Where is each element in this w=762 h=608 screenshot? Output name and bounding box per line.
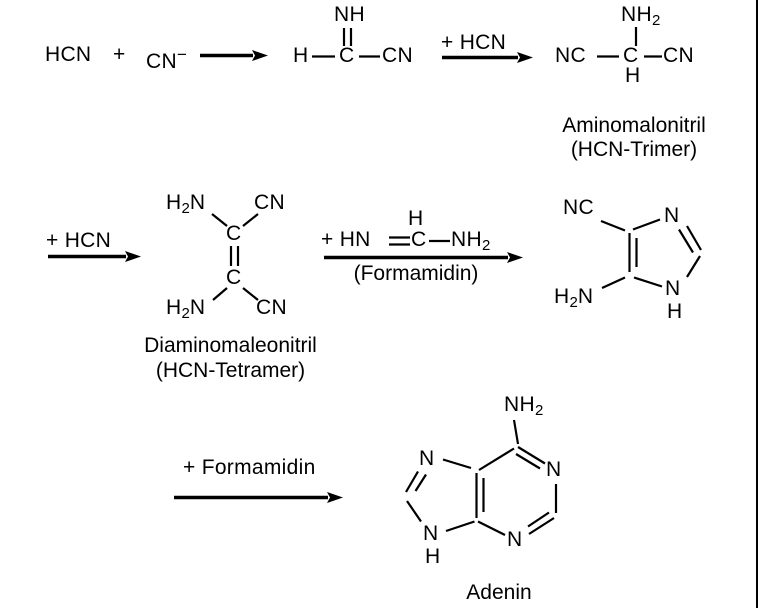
arrow-step2-hcn [442,52,533,63]
bond-h2n-c-topleft [211,213,228,227]
adenine-nh2-c6 [512,419,520,445]
nh2-sub: 2 [651,12,661,29]
adenine-c8-n9 [406,500,422,523]
formamidine-h-top: H [408,207,424,230]
damn-cn-bottom: CN [256,296,287,319]
adenine-c2-n3-double-outer [528,517,555,535]
damn-h2n-bottom: H2N [166,296,205,325]
caption-diaminomaleonitrile: Diaminomaleonitril [144,334,317,357]
adenine-n7-c8-double-outer [405,470,419,493]
h2n-h: H [554,285,570,308]
cyanide-charge: − [176,45,187,64]
aminomalononitrile-cn: CN [663,44,694,67]
arrow-step3-label: + HCN [46,229,112,252]
adenine-c6-n1-double-inner [515,453,541,470]
adenine-n7: N [419,447,435,470]
caption-adenin: Adenin [466,581,532,604]
nh2-main: NH [621,3,652,26]
aminomalononitrile-h: H [625,64,641,87]
adenine-nh2: NH2 [504,393,543,422]
arrow-step2-label: + HCN [441,31,507,54]
aicn-nc: NC [563,196,594,219]
formamidine-nh2: NH2 [451,228,490,257]
damn-c-bottom: C [226,266,242,289]
iminoacetonitrile-nh: NH [334,3,365,26]
damn-cn-top: CN [254,191,285,214]
adenine-n3: N [507,528,523,551]
bond-cn-c-topright [242,213,259,227]
formamidine-left: + HN [321,228,371,251]
imidazole-c2-n1 [686,255,701,278]
caption-formamidin: (Formamidin) [353,262,479,285]
h2n-h: H [166,296,182,319]
imidazole-n3-c2-double-outer [686,225,702,251]
bond-h2n-ring [601,276,626,290]
arrow-step1 [200,50,268,61]
aminomalononitrile-nh2: NH2 [621,3,660,32]
adenine-n3-c4 [477,520,506,536]
iminoacetonitrile-cn: CN [382,44,413,67]
adenine-n9-h: H [425,545,441,568]
nh2-sub: 2 [534,402,544,419]
h2n-n: N [577,285,594,308]
h2n-h: H [166,191,182,214]
bond-nc-ring [600,219,626,232]
iminoacetonitrile-h: H [293,44,309,67]
plus-sign: + [113,43,126,66]
damn-c-top: C [226,222,242,245]
adenine-n7-c8-double-inner [414,473,427,492]
imidazole-c4-n3 [632,218,661,231]
iminoacetonitrile-c: C [339,44,355,67]
caption-hcn-trimer: (HCN-Trimer) [570,138,698,161]
nh2-main: NH [451,228,482,251]
adenine-c6-n1-double-outer [517,446,546,465]
aicn-n-bottom: N [665,277,681,300]
cyanide-formula: CN [146,50,177,73]
caption-aminomalononitrile: Aminomalonitril [562,114,706,137]
aminomalononitrile-c: C [623,44,639,67]
adenine-n9: N [423,522,439,545]
nh2-sub: 2 [481,237,491,254]
adenine-c5-n7 [442,458,472,470]
h2n-sub: 2 [569,294,578,311]
imidazole-n1-c5 [633,276,663,288]
adenine-c2-n3-double-inner [527,511,550,528]
bond-c-h2n-bottomleft [212,287,228,301]
caption-hcn-tetramer: (HCN-Tetramer) [155,359,306,382]
aicn-n-top: N [664,204,680,227]
h2n-sub: 2 [181,305,190,322]
reactant-hcn-label: HCN [45,43,92,66]
imidazole-n3-c2-double-inner [678,228,694,254]
bond-c-cn-bottomright [242,287,259,301]
h2n-sub: 2 [181,200,190,217]
formamidine-c: C [411,228,427,251]
adenine-n1: N [546,458,562,481]
adenine-c5-c6 [478,447,515,471]
aicn-nh-h: H [667,300,683,323]
arrow-step5-formamidine [174,492,343,503]
adenine-n9-c4 [445,520,475,533]
nh2-main: NH [504,393,535,416]
damn-h2n-top: H2N [166,191,205,220]
arrow-step4-formamidine [324,252,523,263]
reactant-cyanide-label: CN− [146,43,187,73]
aicn-h2n: H2N [554,285,593,314]
h2n-n: N [189,296,206,319]
arrow-step3-hcn [48,251,141,262]
aminomalononitrile-nc: NC [555,44,586,67]
h2n-n: N [189,191,206,214]
arrow-step5-label: + Formamidin [183,456,316,479]
